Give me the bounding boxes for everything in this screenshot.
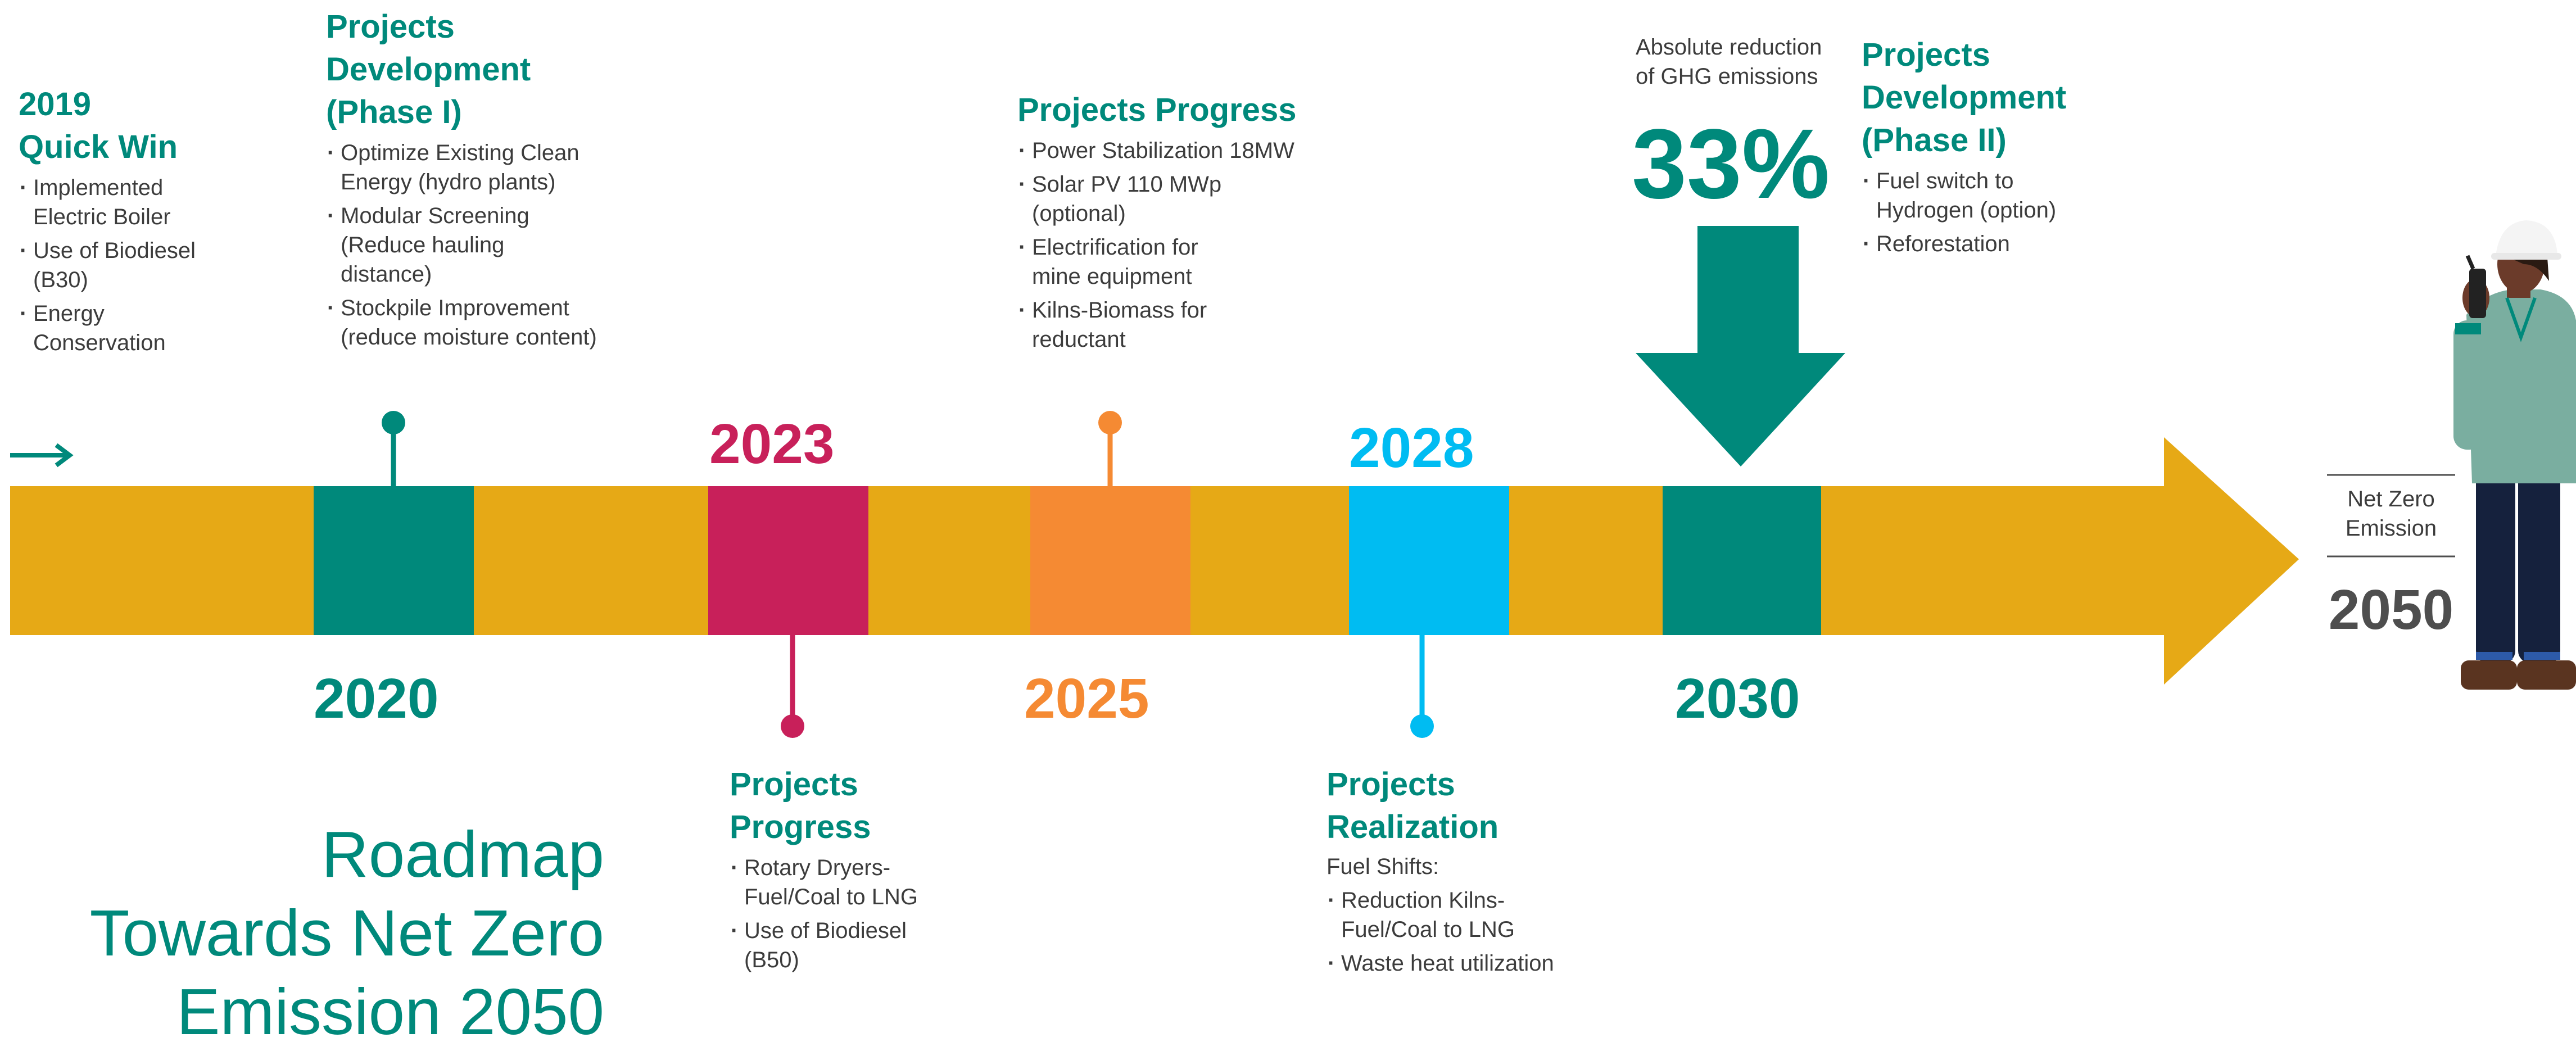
list-item: Modular Screening (Reduce hauling distan… [326, 201, 554, 289]
title-line: Roadmap [322, 818, 604, 891]
milestone-2023-detail: Projects Progress Rotary Dryers- Fuel/Co… [730, 763, 966, 979]
year-2025: 2025 [1024, 667, 1149, 730]
worker-with-radio-illustration [2453, 220, 2576, 690]
title-line: Emission 2050 [176, 975, 604, 1048]
pin-2020 [382, 411, 405, 486]
reduction-label: Absolute reduction of GHG emissions [1636, 35, 1822, 89]
year-2023: 2023 [709, 413, 835, 475]
list-item: Kilns-Biomass for reductant [1017, 296, 1246, 354]
list-item: Solar PV 110 MWp (optional) [1017, 170, 1246, 228]
list-item: Reforestation [1862, 229, 2086, 259]
milestone-2023-bullets: Rotary Dryers- Fuel/Coal to LNG Use of B… [730, 853, 938, 975]
year-2050: 2050 [2328, 578, 2454, 641]
reduction-value: 33% [1632, 109, 1830, 219]
heading-line: Progress [730, 809, 871, 845]
title-line: Towards Net Zero [89, 896, 604, 970]
heading-line: Projects [730, 766, 858, 803]
list-item: Electrification for mine equipment [1017, 233, 1246, 291]
milestone-2030-bullets: Fuel switch to Hydrogen (option) Refores… [1862, 166, 2086, 259]
list-item: Optimize Existing Clean Energy (hydro pl… [326, 138, 607, 197]
milestone-2025-detail: Projects Progress Power Stabilization 18… [1017, 89, 1332, 359]
milestone-2030-detail: Projects Development (Phase II) Fuel swi… [1862, 34, 2098, 263]
list-item: Energy Conservation [19, 299, 204, 357]
list-item: Fuel switch to Hydrogen (option) [1862, 166, 2073, 225]
net-zero-label: Net Zero Emission [2345, 487, 2437, 541]
heading-line: Projects Progress [1017, 92, 1297, 128]
year-2020: 2020 [314, 667, 439, 730]
heading-line: 2019 [19, 86, 92, 123]
pin-2023 [781, 635, 804, 738]
milestone-2028-subheading: Fuel Shifts: [1327, 854, 1439, 879]
right-arrow-icon [10, 443, 74, 468]
list-item: Waste heat utilization [1327, 949, 1641, 978]
list-item: Power Stabilization 18MW [1017, 136, 1332, 165]
block-2020 [314, 486, 474, 635]
list-item: Reduction Kilns- Fuel/Coal to LNG [1327, 886, 1543, 944]
list-item: Use of Biodiesel (B50) [730, 916, 924, 975]
list-item: Stockpile Improvement (reduce moisture c… [326, 293, 607, 352]
pin-2028 [1410, 635, 1434, 738]
pin-2025 [1098, 411, 1122, 486]
block-2023 [708, 486, 868, 635]
year-2030: 2030 [1675, 667, 1800, 730]
milestone-2028-detail: Projects Realization Fuel Shifts: Reduct… [1327, 763, 1641, 982]
heading-line: Quick Win [19, 129, 178, 165]
milestone-2023-heading: Projects Progress [730, 763, 966, 849]
year-2028: 2028 [1349, 416, 1474, 479]
milestone-2020-bullets: Optimize Existing Clean Energy (hydro pl… [326, 138, 607, 352]
heading-line: Development [326, 51, 531, 88]
milestone-2020-detail: Projects Development (Phase I) Optimize … [326, 6, 618, 356]
milestone-2025-heading: Projects Progress [1017, 89, 1332, 132]
block-2025 [1030, 486, 1190, 635]
heading-line: Projects [326, 8, 455, 45]
milestone-2019: 2019 Quick Win Implemented Electric Boil… [19, 83, 255, 362]
block-2028 [1349, 486, 1509, 635]
milestone-2028-bullets: Reduction Kilns- Fuel/Coal to LNG Waste … [1327, 886, 1641, 978]
milestone-2028-heading: Projects Realization [1327, 763, 1641, 849]
milestone-2025-bullets: Power Stabilization 18MW Solar PV 110 MW… [1017, 136, 1332, 354]
heading-line: Projects [1862, 37, 1990, 73]
page-title: Roadmap Towards Net Zero Emission 2050 [22, 815, 604, 1051]
milestone-2019-heading: 2019 Quick Win [19, 83, 255, 169]
list-item: Rotary Dryers- Fuel/Coal to LNG [730, 853, 938, 912]
heading-line: (Phase I) [326, 94, 462, 130]
heading-line: Realization [1327, 809, 1499, 845]
milestone-2030-heading: Projects Development (Phase II) [1862, 34, 2098, 162]
list-item: Implemented Electric Boiler [19, 173, 204, 232]
heading-line: Projects [1327, 766, 1455, 803]
milestone-2019-bullets: Implemented Electric Boiler Use of Biodi… [19, 173, 204, 357]
down-arrow-icon [1636, 226, 1845, 466]
milestone-2020-heading: Projects Development (Phase I) [326, 6, 618, 134]
heading-line: Development [1862, 79, 2067, 116]
heading-line: (Phase II) [1862, 122, 2007, 158]
block-2030 [1663, 486, 1821, 635]
list-item: Use of Biodiesel (B30) [19, 236, 204, 295]
